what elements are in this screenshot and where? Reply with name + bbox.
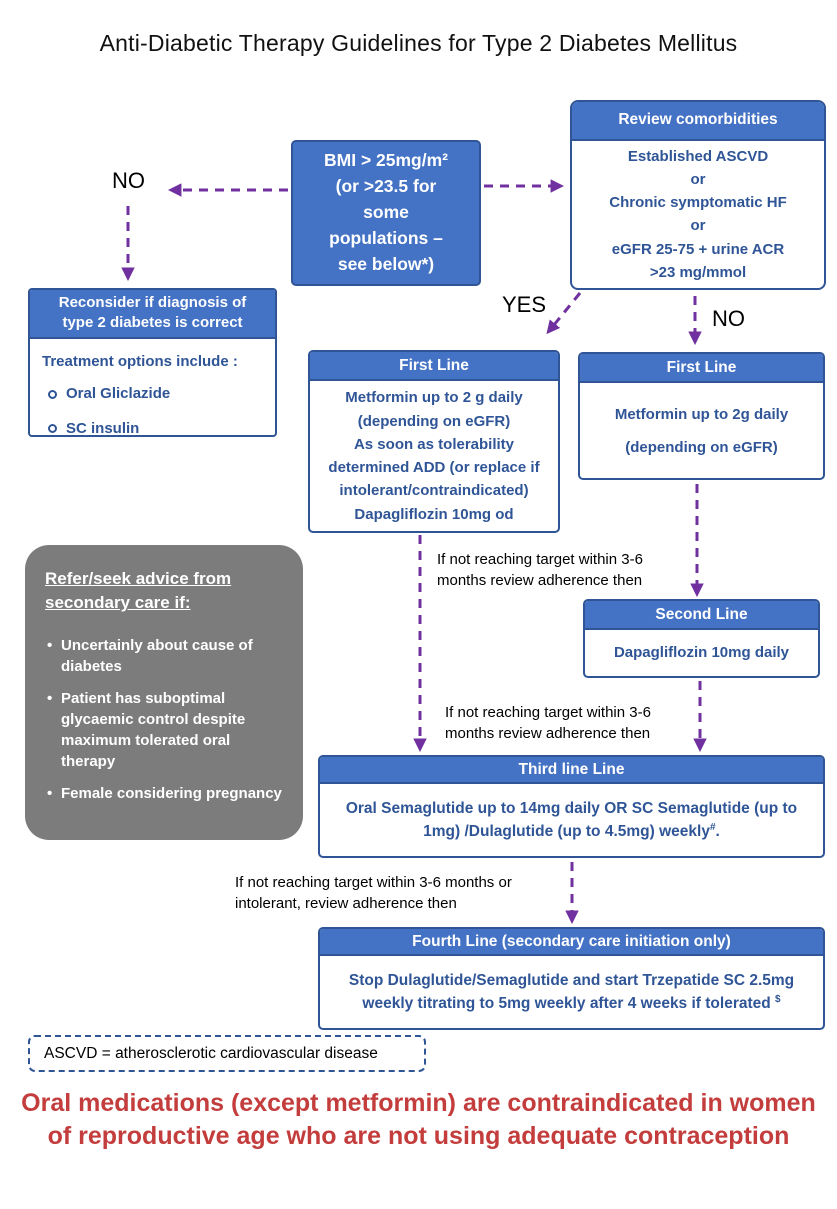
bmi-criteria-text: BMI > 25mg/m² (or >23.5 for some populat… xyxy=(324,150,448,274)
circle-bullet-icon xyxy=(48,389,57,399)
refer-panel-item: Uncertainly about cause of diabetes xyxy=(45,635,285,677)
reconsider-diagnosis-body: Treatment options include : Oral Gliclaz… xyxy=(30,339,275,437)
first-line-right-box: First Line Metformin up to 2g daily (dep… xyxy=(578,352,825,480)
first-line-left-box: First Line Metformin up to 2 g daily (de… xyxy=(308,350,560,533)
fourth-line-header: Fourth Line (secondary care initiation o… xyxy=(320,929,823,956)
adherence-note-2: If not reaching target within 3-6 months… xyxy=(445,704,651,742)
treatment-option-item: SC insulin xyxy=(48,418,140,437)
fourth-line-box: Fourth Line (secondary care initiation o… xyxy=(318,927,825,1030)
third-line-suffix: . xyxy=(715,823,720,841)
treatment-options-intro: Treatment options include : xyxy=(42,352,238,370)
refer-panel-item: Female considering pregnancy xyxy=(45,783,285,804)
fourth-line-text: Stop Dulaglutide/Semaglutide and start T… xyxy=(329,969,814,1016)
reconsider-diagnosis-header-text: Reconsider if diagnosis of type 2 diabet… xyxy=(58,294,247,332)
treatment-option-item: Oral Gliclazide xyxy=(48,383,170,406)
ascvd-definition-box: ASCVD = atherosclerotic cardiovascular d… xyxy=(28,1035,426,1072)
fourth-line-main-text: Stop Dulaglutide/Semaglutide and start T… xyxy=(348,971,795,1013)
review-comorbidities-box: Review comorbidities Established ASCVD o… xyxy=(570,100,826,290)
first-line-right-body: Metformin up to 2g daily (depending on e… xyxy=(580,383,823,478)
arrow-yes-to-first-line-left xyxy=(546,292,582,335)
label-no-right: NO xyxy=(712,306,745,331)
fourth-line-footnote-marker: $ xyxy=(775,993,781,1005)
refer-panel-item: Patient has suboptimal glycaemic control… xyxy=(45,688,285,772)
second-line-body: Dapagliflozin 10mg daily xyxy=(613,643,790,661)
reconsider-diagnosis-header: Reconsider if diagnosis of type 2 diabet… xyxy=(30,290,275,339)
reconsider-diagnosis-box: Reconsider if diagnosis of type 2 diabet… xyxy=(28,288,277,437)
first-line-left-body: Metformin up to 2 g daily (depending on … xyxy=(310,381,558,531)
review-comorbidities-header: Review comorbidities xyxy=(572,102,824,141)
first-line-left-text: Metformin up to 2 g daily (depending on … xyxy=(328,389,540,523)
third-line-footnote-marker: # xyxy=(709,821,716,833)
review-comorbidities-body: Established ASCVD or Chronic symptomatic… xyxy=(572,141,824,289)
third-line-text: Oral Semaglutide up to 14mg daily OR SC … xyxy=(329,797,814,844)
review-comorbidities-text: Established ASCVD or Chronic symptomatic… xyxy=(609,147,787,281)
label-yes: YES xyxy=(502,292,547,317)
adherence-note-3: If not reaching target within 3-6 months… xyxy=(235,874,512,912)
second-line-header: Second Line xyxy=(585,601,818,630)
second-line-box: Second Line Dapagliflozin 10mg daily xyxy=(583,599,820,678)
treatment-option-label: Oral Gliclazide xyxy=(66,385,171,402)
bmi-criteria-box: BMI > 25mg/m² (or >23.5 for some populat… xyxy=(291,140,481,286)
first-line-right-header: First Line xyxy=(580,354,823,383)
circle-bullet-icon xyxy=(48,424,57,434)
ascvd-definition-text: ASCVD = atherosclerotic cardiovascular d… xyxy=(44,1044,378,1062)
third-line-header: Third line Line xyxy=(320,757,823,784)
label-no-left: NO xyxy=(112,168,145,193)
contraception-warning-text: Oral medications (except metformin) are … xyxy=(21,1089,816,1150)
first-line-right-text: Metformin up to 2g daily (depending on e… xyxy=(614,405,789,456)
refer-secondary-care-panel: Refer/seek advice from secondary care if… xyxy=(25,545,303,840)
third-line-main-text: Oral Semaglutide up to 14mg daily OR SC … xyxy=(345,799,798,841)
adherence-note-1: If not reaching target within 3-6 months… xyxy=(437,551,643,589)
third-line-body: Oral Semaglutide up to 14mg daily OR SC … xyxy=(320,784,823,856)
page-title: Anti-Diabetic Therapy Guidelines for Typ… xyxy=(99,30,738,56)
third-line-box: Third line Line Oral Semaglutide up to 1… xyxy=(318,755,825,858)
refer-panel-heading: Refer/seek advice from secondary care if… xyxy=(45,569,232,612)
treatment-option-label: SC insulin xyxy=(66,419,140,437)
first-line-left-header: First Line xyxy=(310,352,558,381)
fourth-line-body: Stop Dulaglutide/Semaglutide and start T… xyxy=(320,956,823,1028)
